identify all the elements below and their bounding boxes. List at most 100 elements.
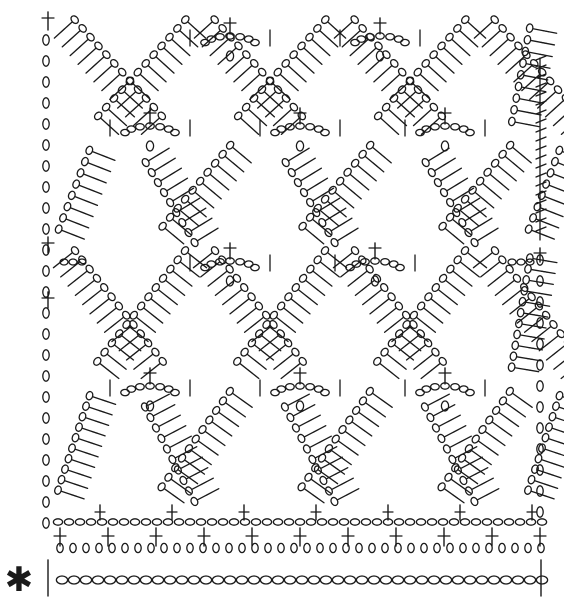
chain-stitch: [184, 444, 194, 454]
chain-stitch: [163, 125, 174, 133]
chain-stitch: [512, 273, 522, 283]
chain-stitch: [249, 58, 259, 68]
chain-stitch: [438, 221, 447, 231]
chain-stitch: [135, 382, 145, 391]
chain-stitch: [458, 385, 469, 393]
chain-stitch: [75, 422, 83, 432]
chain-stitch: [126, 385, 137, 393]
stitch-crossbar: [447, 418, 454, 423]
chain-stitch: [491, 405, 501, 415]
stitch-crossbar: [250, 323, 257, 328]
stitch-crossbar: [296, 151, 303, 157]
chain-stitch: [470, 496, 479, 507]
chain-stitch: [42, 475, 50, 487]
stitch-crossbar: [318, 484, 325, 490]
chain-stitch: [549, 319, 558, 329]
chain-stitch: [350, 246, 360, 256]
stitch-crossbar: [158, 304, 165, 310]
diagonal-stitch-bands: [52, 15, 564, 507]
chain-stitch: [67, 190, 76, 201]
stitch-crossbar: [558, 188, 564, 192]
stitch-crossbar: [442, 161, 449, 167]
stitch-crossbar: [117, 332, 124, 338]
stitch-crossbar: [269, 341, 276, 347]
chain-stitch: [109, 93, 119, 103]
stitch-crossbar: [114, 359, 121, 365]
chain-stitch: [173, 255, 182, 265]
chain-stitch: [421, 125, 432, 133]
chain-stitch: [299, 187, 309, 198]
chain-stitch: [217, 518, 229, 526]
chain-stitch: [247, 292, 256, 302]
chain-stitch: [239, 283, 249, 293]
chain-stitch: [42, 265, 50, 277]
chain-stitch: [210, 246, 220, 256]
chain-stitch: [234, 41, 243, 51]
stitch-crossbar: [404, 341, 411, 347]
chain-stitch: [536, 380, 544, 392]
stitch-crossbar: [537, 53, 545, 56]
stitch-crossbar: [380, 398, 387, 404]
chain-stitch: [52, 518, 64, 526]
chain-stitch: [525, 23, 534, 33]
chain-stitch: [516, 69, 525, 80]
chain-stitch: [151, 518, 163, 526]
chain-stitch: [400, 38, 410, 47]
slip-stitch-dash: [535, 118, 547, 124]
chain-stitch: [437, 433, 446, 444]
stitch-crossbar: [103, 313, 109, 319]
stitch-crossbar: [492, 436, 499, 442]
chain-stitch: [85, 518, 97, 526]
stitch-crossbar: [499, 427, 506, 432]
chain-stitch: [190, 237, 199, 248]
chain-stitch: [42, 202, 50, 214]
stitch-crossbar: [110, 323, 117, 328]
chain-stitch: [313, 385, 324, 393]
stitch-crossbar: [559, 360, 564, 365]
stitch-crossbar: [295, 71, 301, 78]
crossing-cluster: [339, 17, 421, 62]
chain-stitch: [297, 41, 306, 51]
stitch-crossbar: [513, 408, 520, 413]
chain-stitch: [158, 356, 167, 366]
chain-stitch: [313, 23, 322, 33]
stitch-crossbar: [436, 151, 443, 157]
chain-stitch: [546, 168, 555, 178]
stitch-crossbar: [318, 439, 325, 444]
chain-stitch: [308, 454, 317, 465]
chain-stitch: [195, 518, 207, 526]
chain-stitch: [313, 203, 322, 213]
chain-stitch: [241, 102, 251, 112]
chain-stitch: [387, 292, 396, 302]
stitch-crossbar: [194, 470, 202, 475]
chain-stitch: [534, 453, 543, 464]
stitch-crossbar: [542, 259, 550, 262]
stitch-crossbar: [486, 446, 493, 451]
stitch-crossbar: [487, 36, 494, 43]
stitch-crossbar: [107, 369, 114, 375]
chain-stitch: [55, 575, 69, 585]
chain-stitch: [458, 217, 467, 228]
stitch-crossbar: [527, 80, 533, 86]
chain-stitch: [171, 463, 180, 473]
stitch-crossbar: [458, 45, 465, 51]
chain-stitch: [471, 434, 480, 444]
chain-stitch: [541, 310, 551, 320]
chain-stitch: [522, 275, 531, 285]
chain-stitch: [218, 396, 228, 406]
stitch-crossbar: [526, 111, 534, 114]
chain-stitch: [405, 76, 415, 86]
chain-stitch: [320, 246, 330, 256]
stitch-crossbar: [524, 123, 532, 126]
chain-stitch: [270, 128, 280, 137]
chain-stitch: [72, 179, 81, 189]
chain-stitch: [295, 140, 305, 152]
chain-stitch: [437, 518, 449, 526]
chain-stitch: [379, 575, 393, 585]
stitch-crossbar: [512, 162, 519, 168]
stitch-crossbar: [124, 341, 131, 347]
chain-stitch: [415, 575, 429, 585]
chain-stitch: [331, 575, 345, 585]
chain-stitch: [122, 319, 131, 329]
chain-stitch: [164, 472, 173, 482]
